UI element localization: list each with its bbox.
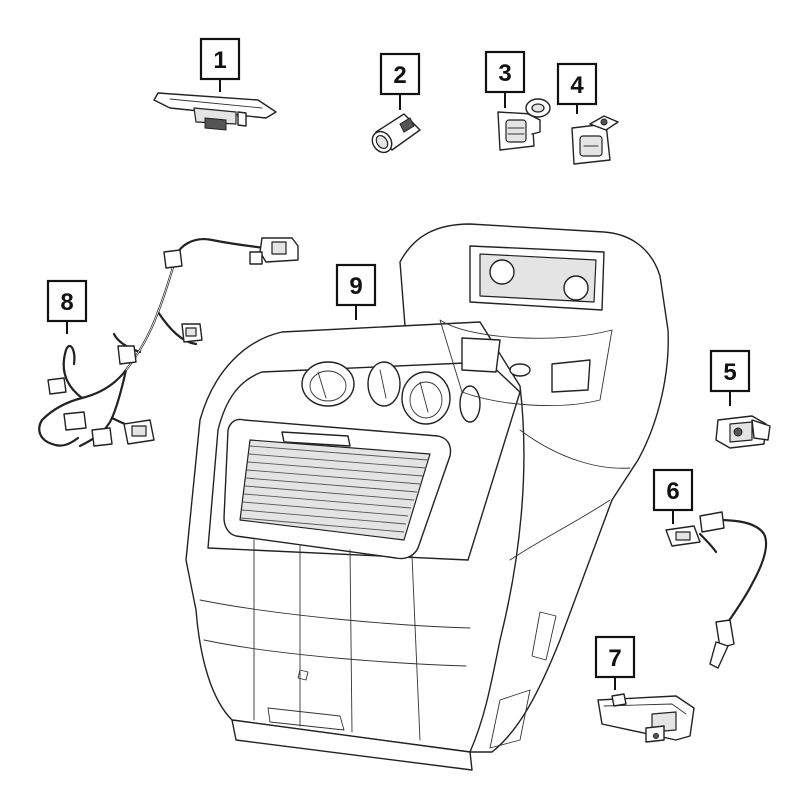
callout-4[interactable]: 4	[556, 62, 598, 114]
part-hinge-bracket[interactable]	[597, 693, 695, 743]
callout-2[interactable]: 2	[379, 52, 421, 110]
callout-8-label: 8	[60, 289, 73, 316]
part-usb-port-with-cap[interactable]	[497, 98, 551, 151]
callout-1[interactable]: 1	[199, 37, 241, 92]
callout-6[interactable]: 6	[652, 468, 694, 524]
callout-2-label: 2	[393, 62, 406, 89]
callout-7[interactable]: 7	[594, 635, 636, 690]
part-lamp-wire-harness[interactable]	[665, 511, 768, 669]
callout-3-label: 3	[498, 60, 511, 87]
callout-4-label: 4	[570, 72, 584, 99]
callout-1-label: 1	[213, 47, 226, 74]
callout-7-label: 7	[608, 645, 621, 672]
part-console-wiring-harness[interactable]	[38, 237, 299, 448]
part-small-connector-module[interactable]	[715, 415, 771, 449]
tambour-louvers	[240, 445, 429, 533]
part-retainer-bracket[interactable]	[153, 92, 277, 131]
callout-5-label: 5	[723, 359, 736, 386]
callout-6-label: 6	[666, 478, 679, 505]
callout-9[interactable]: 9	[335, 263, 377, 320]
part-usb-port[interactable]	[571, 115, 619, 165]
callout-3[interactable]: 3	[484, 50, 526, 108]
callout-8[interactable]: 8	[46, 279, 88, 334]
callout-9-label: 9	[349, 273, 362, 300]
part-power-outlet[interactable]	[368, 113, 421, 156]
callout-5[interactable]: 5	[709, 349, 751, 406]
part-floor-console-assembly[interactable]	[185, 223, 669, 771]
